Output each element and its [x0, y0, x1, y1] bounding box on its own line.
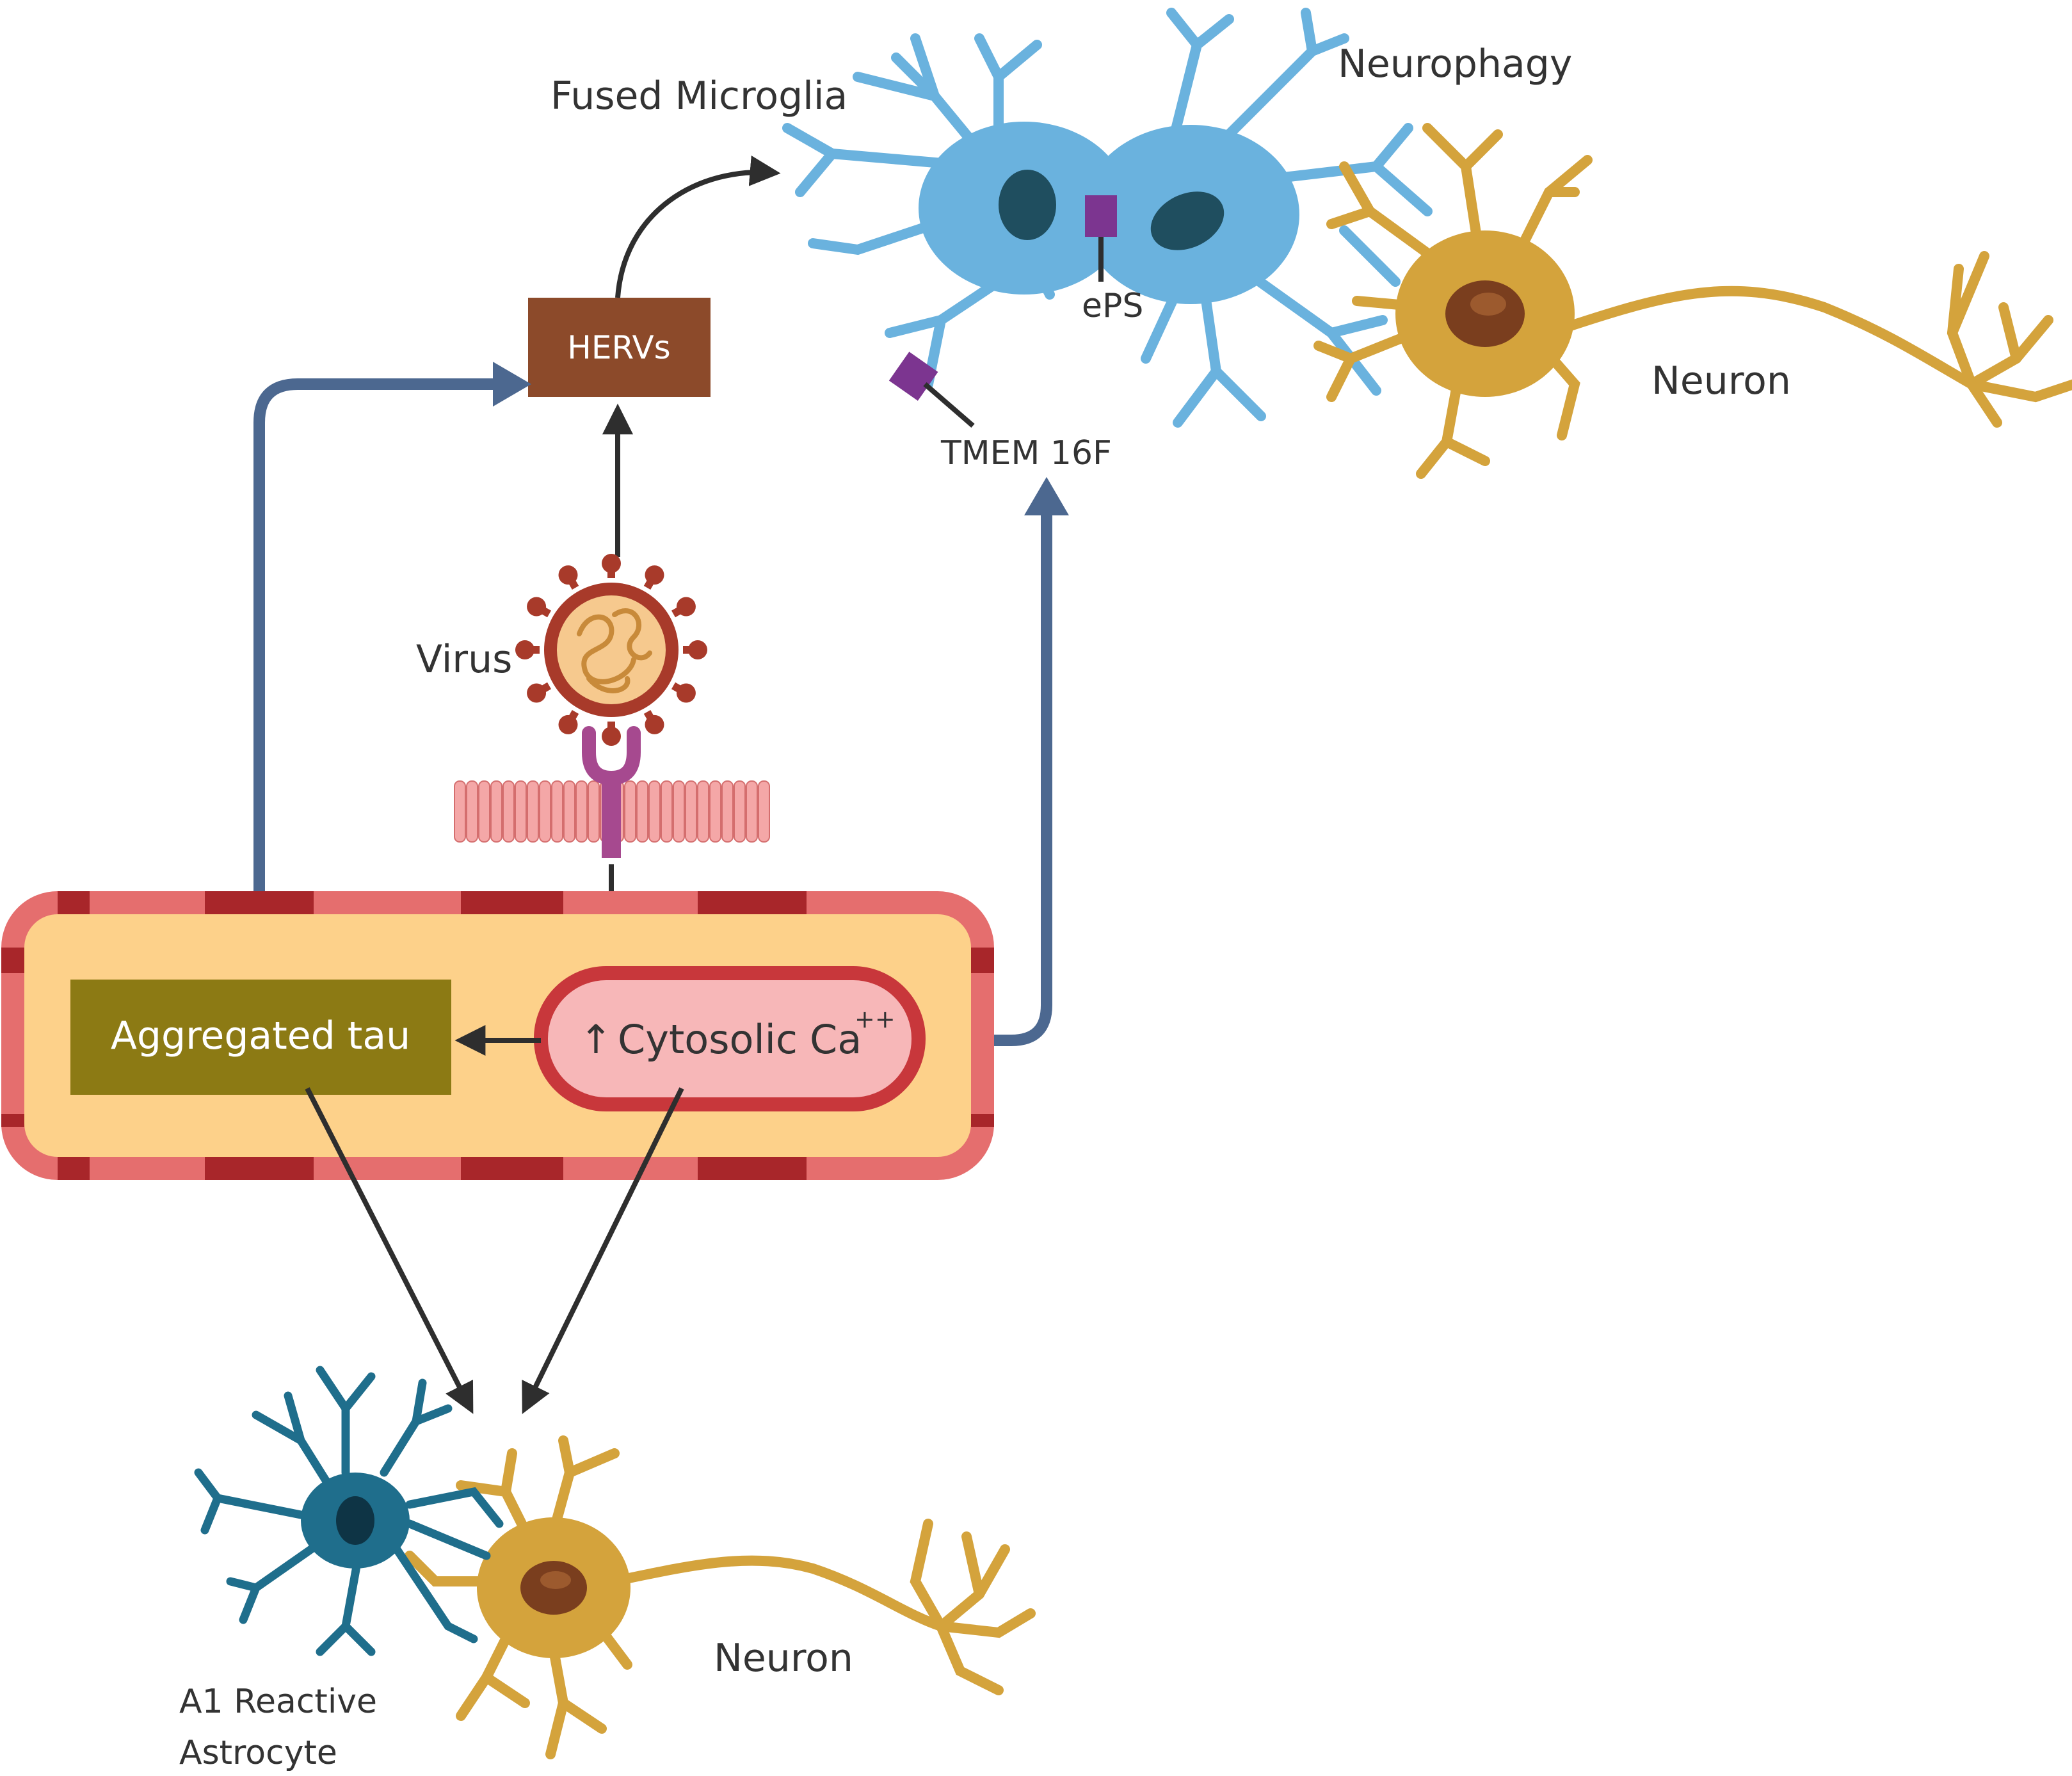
virus-spike-head [688, 640, 707, 659]
arrow-tau-to-hervs [253, 362, 531, 973]
membrane-lipid [648, 780, 661, 843]
virus-spike-head [602, 727, 621, 746]
eps-channel [1085, 195, 1117, 282]
up-arrow-glyph: ↑ [579, 1016, 613, 1063]
arrow-tau-to-astrocyte [305, 1087, 474, 1414]
eps-label: ePS [1082, 287, 1143, 325]
virus [515, 554, 707, 746]
a1-reactive-label-line1: A1 Reactive [179, 1683, 377, 1721]
microglia-nucleus-right [1150, 191, 1225, 250]
aggregated-tau-box [70, 980, 451, 1095]
fused-microglia-label: Fused Microglia [550, 74, 847, 118]
membrane-lipid [466, 780, 478, 843]
a1-reactive-astrocyte [194, 1366, 504, 1656]
neuron-top-label: Neuron [1651, 359, 1791, 403]
membrane-lipid [636, 780, 648, 843]
membrane-lipid [588, 780, 600, 843]
virus-spike-head [515, 640, 534, 659]
membrane-lipid [490, 780, 502, 843]
cytosolic-label: Cytosolic [618, 1016, 798, 1063]
fused-microglia [782, 8, 1433, 428]
neuron-top [1313, 123, 2072, 479]
arrow-cytosol-to-astrocyte [522, 1087, 684, 1414]
membrane-lipid [697, 780, 709, 843]
membrane-lipid [661, 780, 673, 843]
virus-spike-head [676, 683, 696, 703]
membrane-lipid [515, 780, 527, 843]
membrane-lipid [478, 780, 490, 843]
astrocyte-nucleus [336, 1496, 374, 1545]
membrane-lipid [502, 780, 515, 843]
ca-superscript: ++ [855, 1005, 895, 1033]
neuron-bottom [405, 1435, 1036, 1759]
membrane-lipid [575, 780, 588, 843]
virus-spike-head [602, 554, 621, 573]
receptor [582, 726, 641, 858]
membrane-lipid [454, 780, 466, 843]
membrane-lipid [685, 780, 697, 843]
membrane-lipid [527, 780, 539, 843]
membrane-lipid [551, 780, 563, 843]
virus-spike-head [676, 597, 696, 617]
ca-label: Ca [810, 1016, 862, 1063]
tmem16f-label: TMEM 16F [940, 434, 1112, 472]
virus-spike-head [645, 565, 664, 585]
virus-spike-head [527, 597, 547, 617]
microglia-nucleus-left [999, 170, 1056, 240]
arrow-hervs-to-microglia [615, 155, 781, 298]
membrane-lipid [563, 780, 575, 843]
membrane-lipid [721, 780, 734, 843]
hervs-label: HERVs [567, 329, 670, 366]
hervs-box [528, 298, 711, 397]
virus-spike-head [558, 565, 578, 585]
membrane-lipid [624, 780, 636, 843]
virus-spike-head [645, 714, 664, 734]
membrane-lipid [709, 780, 721, 843]
membrane-lipid [673, 780, 685, 843]
membrane-lipid [758, 780, 770, 843]
viral-rna [577, 608, 652, 693]
neuron-bottom-label: Neuron [714, 1636, 853, 1681]
membrane-lipid [539, 780, 551, 843]
aggregated-tau-label: Aggregated tau [111, 1013, 410, 1058]
membrane-lipid [746, 780, 758, 843]
neurophagy-label: Neurophagy [1338, 42, 1572, 86]
membrane [454, 780, 770, 843]
virus-spike-head [527, 683, 547, 703]
a1-reactive-label-line2: Astrocyte [179, 1734, 337, 1772]
virus-spike-head [558, 714, 578, 734]
arrow-ca-to-tmem16f [903, 477, 1069, 1046]
membrane-lipid [734, 780, 746, 843]
virus-label: Virus [416, 637, 512, 682]
tmem16f-channel [888, 351, 975, 428]
